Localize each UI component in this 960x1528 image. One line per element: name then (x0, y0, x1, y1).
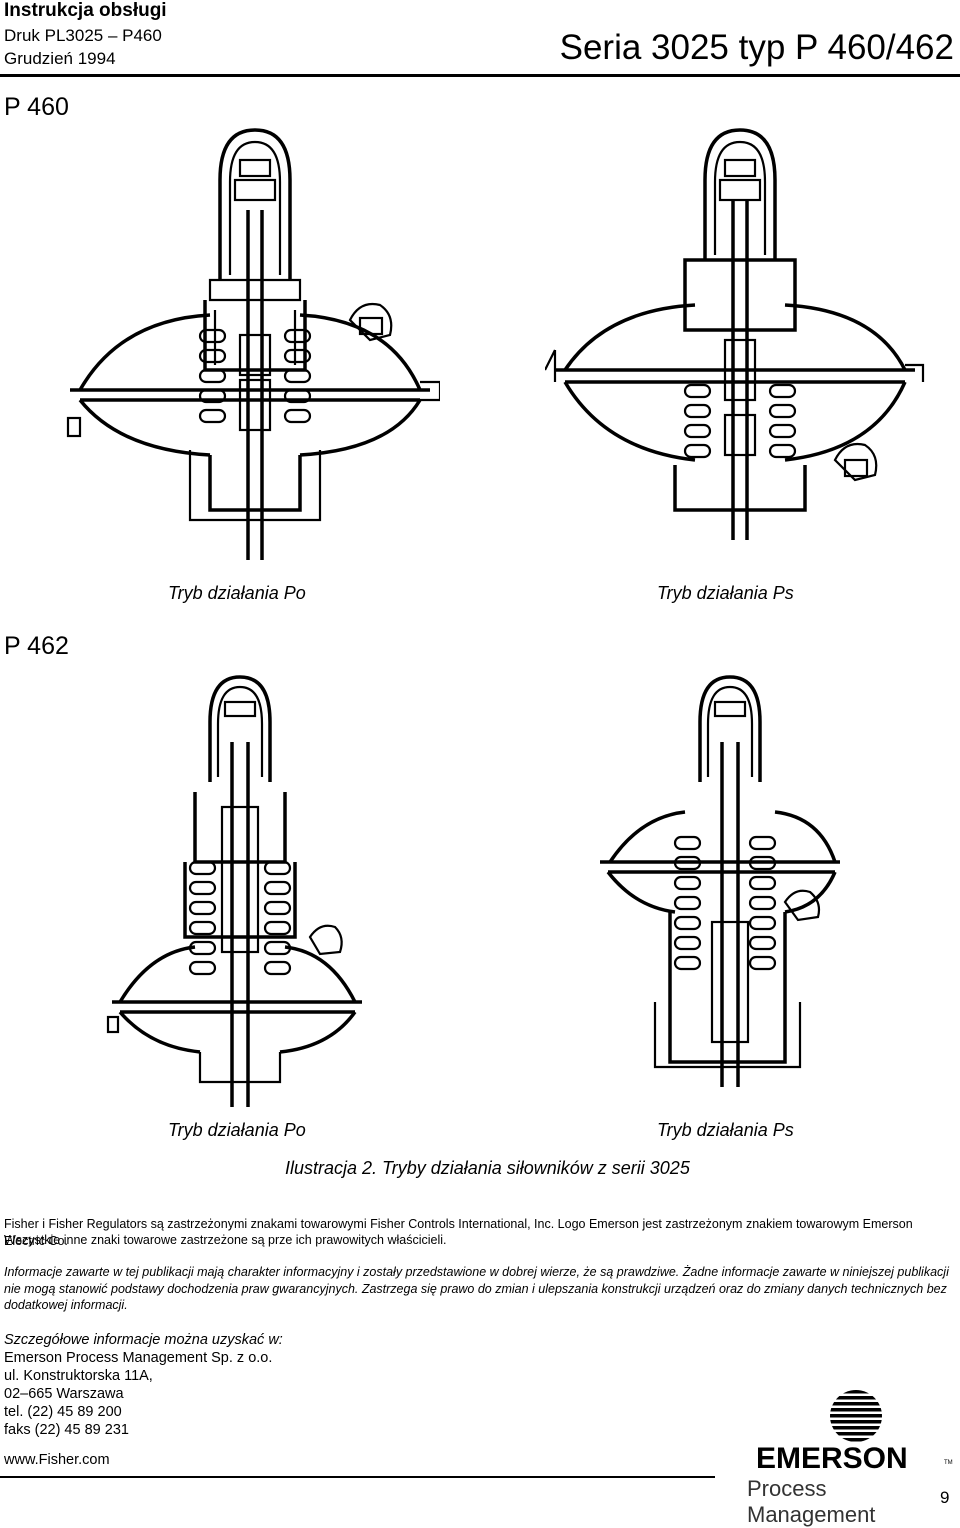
section-label-p460: P 460 (4, 93, 69, 121)
footer-rule (0, 1476, 715, 1478)
contact-fax: faks (22) 45 89 231 (4, 1422, 129, 1438)
p460-ps-drawing (545, 128, 925, 540)
p460-right-caption: Tryb działania Ps (657, 583, 794, 603)
logo-trademark: TM (944, 1460, 953, 1466)
spring-coils (188, 860, 292, 976)
contact-city: 02–665 Warszawa (4, 1386, 124, 1402)
logo-brand: EMERSON (756, 1442, 908, 1475)
p462-left-caption: Tryb działania Po (168, 1120, 306, 1140)
section-label-p462: P 462 (4, 632, 69, 660)
spring-coils (673, 835, 777, 971)
p460-left-caption: Tryb działania Po (168, 583, 306, 603)
manual-title: Instrukcja obsługi (4, 0, 167, 21)
trademark-line-1: Fisher i Fisher Regulators są zastrzeżon… (4, 1217, 913, 1248)
p462-po-drawing (106, 675, 362, 1107)
p460-po-drawing (66, 128, 440, 560)
page-number: 9 (940, 1488, 950, 1507)
figure-caption: Ilustracja 2. Tryby działania siłowników… (285, 1158, 690, 1178)
emerson-logo (830, 1390, 882, 1442)
logo-tagline: Process Management (747, 1476, 876, 1527)
print-reference: Druk PL3025 – P460 (4, 26, 162, 45)
contact-street: ul. Konstruktorska 11A, (4, 1368, 153, 1384)
contact-phone: tel. (22) 45 89 200 (4, 1404, 122, 1420)
series-title: Seria 3025 typ P 460/462 (559, 28, 954, 67)
trademark-line-2: Wszystkie inne znaki towarowe zastrzeżon… (4, 1233, 447, 1247)
p462-ps-drawing (600, 675, 840, 1087)
header-rule (0, 74, 960, 77)
publication-date: Grudzień 1994 (4, 49, 116, 68)
website-link[interactable]: www.Fisher.com (4, 1452, 110, 1468)
spring-coils (683, 383, 797, 459)
spring-coils (198, 328, 312, 424)
contact-company: Emerson Process Management Sp. z o.o. (4, 1350, 273, 1366)
p462-right-caption: Tryb działania Ps (657, 1120, 794, 1140)
disclaimer: Informacje zawarte w tej publikacji mają… (4, 1265, 949, 1312)
contact-intro: Szczegółowe informacje można uzyskać w: (4, 1332, 283, 1348)
